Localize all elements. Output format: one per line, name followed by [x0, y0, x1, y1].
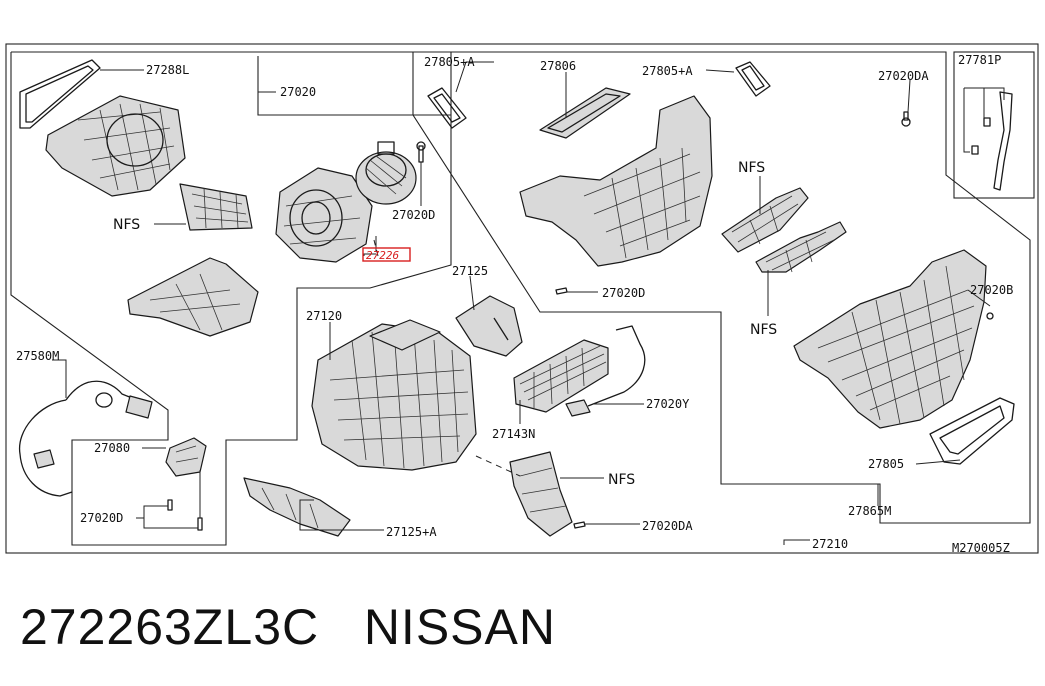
- label-27125A: 27125+A: [386, 525, 437, 539]
- label-27781P: 27781P: [958, 53, 1001, 67]
- blower-motor: [355, 141, 417, 205]
- leader-lines: [52, 61, 1005, 545]
- label-nfs-left: NFS: [113, 217, 140, 233]
- label-27143N: 27143N: [492, 427, 535, 441]
- label-27020Y: 27020Y: [646, 397, 690, 411]
- label-27805: 27805: [868, 457, 904, 471]
- label-27865M: 27865M: [848, 504, 891, 518]
- parts-diagram: 27288L 27020 NFS 27020D 27226 27580M 270…: [5, 43, 1039, 555]
- part-caption: 272263ZL3C NISSAN: [20, 598, 556, 656]
- mode-doors: [721, 187, 847, 273]
- label-27020: 27020: [280, 85, 316, 99]
- label-27020DA-bottom: 27020DA: [642, 519, 693, 533]
- dashed-connector: [475, 455, 521, 477]
- label-27580M: 27580M: [16, 349, 59, 363]
- diagram-frames: [5, 43, 1039, 554]
- caption-part-number: 272263ZL3C: [20, 599, 320, 655]
- filter-27806: [539, 87, 631, 139]
- label-27210: 27210: [812, 537, 848, 551]
- label-27805A-left: 27805+A: [424, 55, 475, 69]
- label-27020D-top: 27020D: [392, 208, 435, 222]
- screw-27020B: [986, 312, 994, 320]
- label-27288L: 27288L: [146, 63, 189, 77]
- part-drawings: [18, 59, 1015, 537]
- label-figure-code: M270005Z: [952, 541, 1010, 555]
- filter-bracket-left: [179, 183, 253, 231]
- clip-27781P: [971, 91, 1013, 191]
- harness-27580M: [18, 380, 153, 497]
- duct-27125: [455, 295, 523, 357]
- distributor-duct: [519, 95, 713, 267]
- blower-case-upper: [45, 95, 186, 197]
- dashed-connector-2: [373, 239, 379, 257]
- duct-27125A: [243, 477, 351, 537]
- label-27020DA-top: 27020DA: [878, 69, 929, 83]
- gasket-27805A-left: [427, 87, 467, 129]
- label-27020B: 27020B: [970, 283, 1013, 297]
- part-labels: 27288L 27020 NFS 27020D 27226 27580M 270…: [16, 53, 1013, 555]
- label-27120: 27120: [306, 309, 342, 323]
- label-nfs-lower: NFS: [608, 472, 635, 488]
- label-27226: 27226: [366, 249, 399, 262]
- gasket-27288L: [19, 59, 101, 129]
- blower-housing-27226: [275, 167, 373, 263]
- blower-bracket-lower: [127, 257, 259, 337]
- label-27020D-bottom: 27020D: [80, 511, 123, 525]
- pipe-27020Y: [565, 325, 646, 417]
- screw-27020DA-bottom: [573, 521, 586, 529]
- label-27080: 27080: [94, 441, 130, 455]
- heater-core-27143N: [513, 339, 609, 413]
- screw-27020DA: [901, 111, 911, 127]
- label-27805A-right: 27805+A: [642, 64, 693, 78]
- label-27125: 27125: [452, 264, 488, 278]
- duct-27865M: [793, 249, 987, 429]
- label-nfs-mid-bottom: NFS: [750, 322, 777, 338]
- screw-27020D-mid: [555, 287, 568, 295]
- duct-lower-nfs: [509, 451, 573, 537]
- label-27806: 27806: [540, 59, 576, 73]
- gasket-27805: [929, 397, 1015, 465]
- screw-top: [416, 141, 426, 163]
- label-nfs-mid-top: NFS: [738, 160, 765, 176]
- heater-unit-27120: [311, 319, 477, 471]
- gasket-27805A-right: [735, 61, 771, 97]
- caption-brand: NISSAN: [363, 599, 556, 655]
- label-27020D-mid: 27020D: [602, 286, 645, 300]
- highlight-box-27226: [362, 247, 411, 262]
